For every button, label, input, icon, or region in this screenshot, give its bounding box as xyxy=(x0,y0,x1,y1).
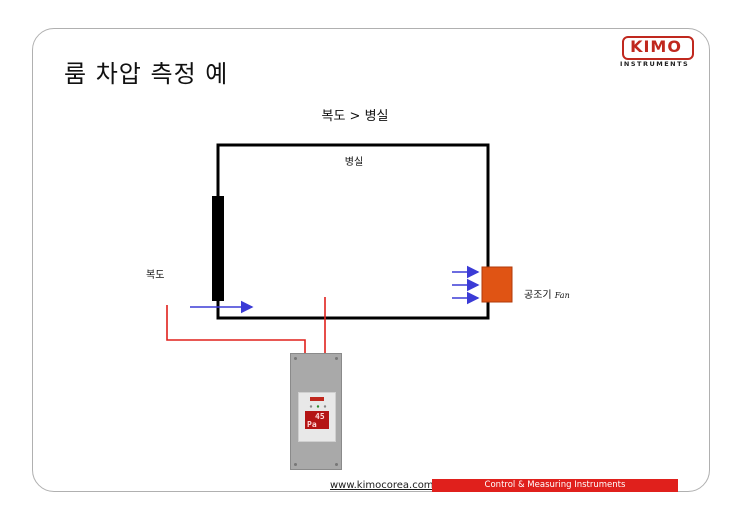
fan-label: Fan xyxy=(554,291,570,300)
ahu-box xyxy=(481,266,513,303)
pressure-relation-title: 복도 > 병실 xyxy=(321,109,389,124)
logo-tagline: INSTRUMENTS xyxy=(620,60,690,68)
meter-unit: Pa xyxy=(307,420,317,429)
room-walls xyxy=(216,143,490,320)
meter-logo xyxy=(310,397,324,401)
ahu-label: 공조기 Fan xyxy=(524,286,570,301)
logo-brand: KIMO xyxy=(630,37,682,56)
ahu-name: 공조기 xyxy=(524,290,552,301)
meter-panel: 45 Pa xyxy=(298,392,336,442)
meter-reading: 45 xyxy=(315,412,325,421)
slide-title: 룸 차압 측정 예 xyxy=(64,60,229,88)
logo-border xyxy=(622,36,694,60)
meter-display: 45 Pa xyxy=(305,411,329,429)
screw xyxy=(294,463,297,466)
corridor-pressure-tube xyxy=(166,305,306,353)
website-link[interactable]: www.kimocorea.com xyxy=(330,480,434,491)
screw xyxy=(335,357,338,360)
kimo-logo: KIMO INSTRUMENTS xyxy=(620,36,698,72)
screw xyxy=(294,357,297,360)
differential-pressure-meter: 45 Pa xyxy=(290,353,342,470)
door xyxy=(212,196,224,301)
footer-tagline: Control & Measuring Instruments xyxy=(484,480,626,490)
footer-bar: Control & Measuring Instruments xyxy=(432,479,678,492)
indicator-leds xyxy=(309,405,327,408)
screw xyxy=(335,463,338,466)
corridor-label: 복도 xyxy=(146,270,165,281)
slide-frame xyxy=(32,28,710,492)
room-label: 병실 xyxy=(344,157,364,168)
